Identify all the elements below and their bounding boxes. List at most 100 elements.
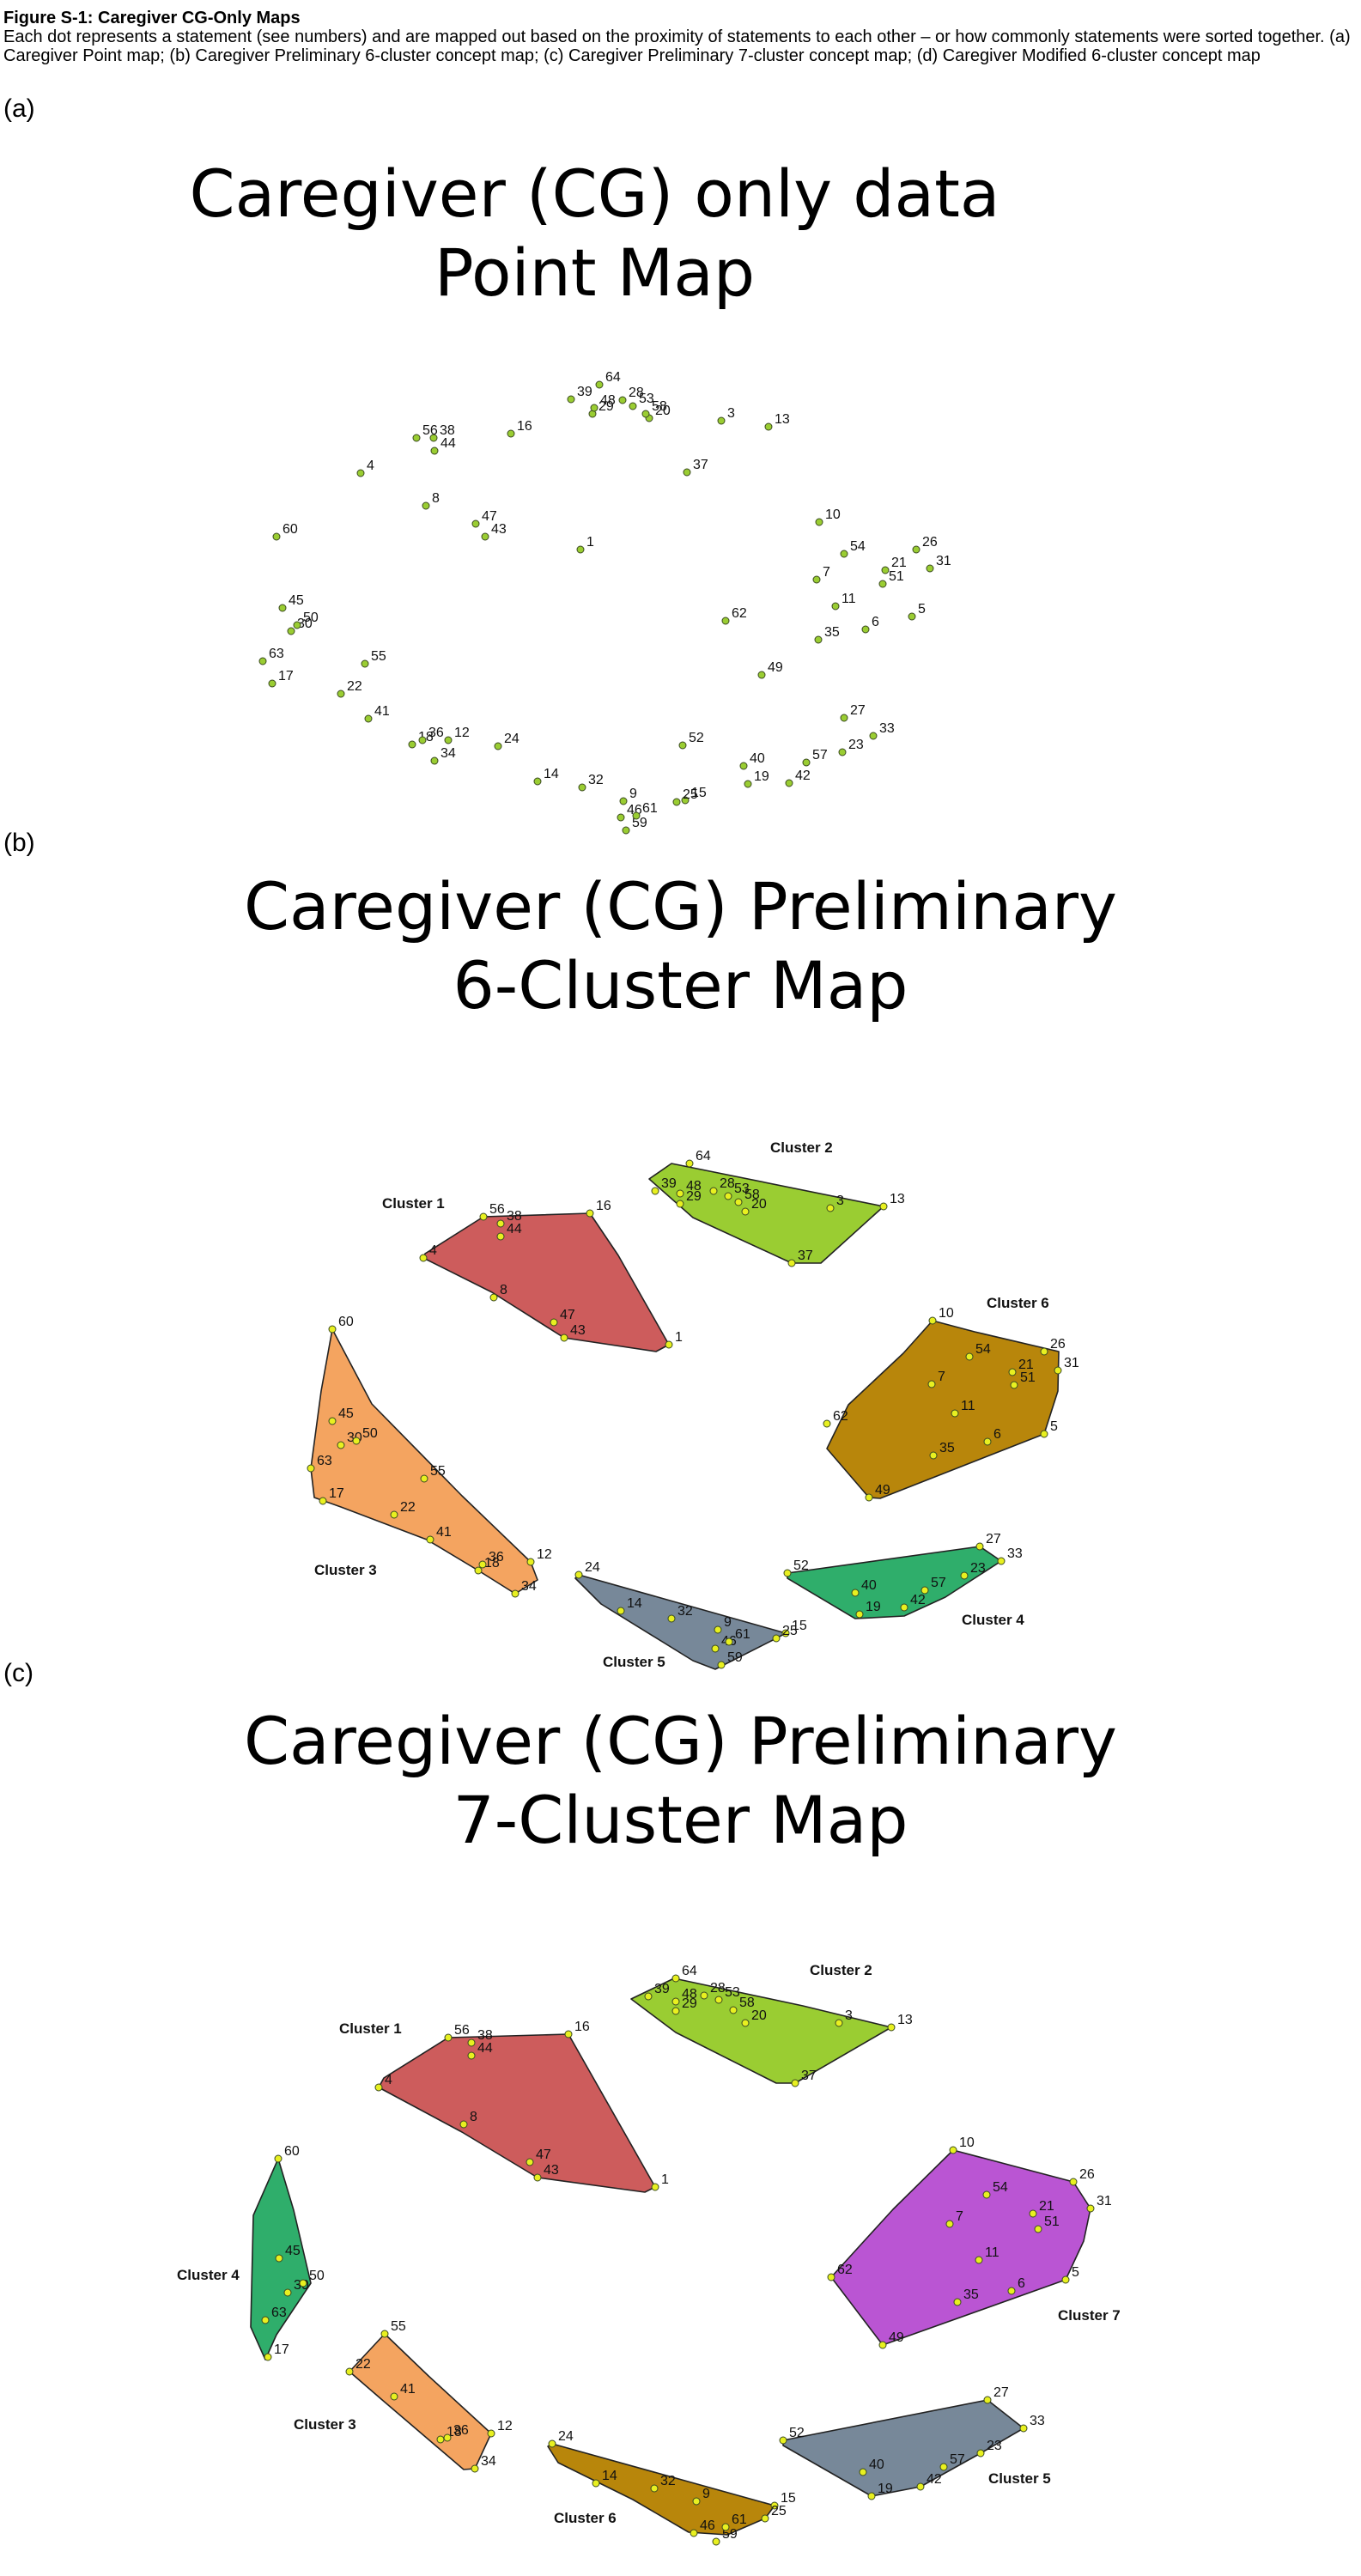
statement-point-13 (764, 422, 773, 431)
statement-point-64 (595, 380, 604, 389)
statement-label-15: 15 (781, 2491, 796, 2506)
statement-point-36 (418, 736, 427, 744)
statement-label-48: 48 (600, 393, 616, 408)
statement-label-64: 64 (682, 1964, 697, 1978)
panel-b-points: 1345678910111213141516171819202122232425… (307, 1149, 1079, 1669)
statement-point-7 (812, 575, 821, 584)
statement-point-13 (879, 1202, 888, 1211)
panel-a-title: Caregiver (CG) only data Point Map (0, 155, 1361, 313)
statement-point-44 (496, 1232, 505, 1241)
caption-title: Figure S-1: Caregiver CG-Only Maps (3, 9, 301, 27)
statement-label-38: 38 (507, 1209, 522, 1224)
panel-a-title-line1: Caregiver (CG) only data (189, 155, 1000, 232)
statement-point-44 (467, 2051, 476, 2060)
statement-point-17 (264, 2353, 272, 2361)
statement-point-26 (1040, 1347, 1048, 1356)
statement-point-5 (908, 612, 916, 621)
statement-point-33 (869, 732, 878, 740)
statement-label-39: 39 (661, 1176, 677, 1191)
statement-point-47 (550, 1318, 558, 1327)
statement-label-7: 7 (956, 2209, 963, 2224)
statement-point-8 (422, 501, 430, 510)
panel-b-letter: (b) (3, 829, 35, 857)
statement-point-52 (783, 1569, 792, 1577)
statement-label-42: 42 (910, 1593, 926, 1607)
statement-point-58 (641, 410, 650, 418)
statement-label-8: 8 (470, 2110, 477, 2124)
statement-label-47: 47 (560, 1308, 575, 1322)
statement-label-16: 16 (596, 1199, 611, 1213)
statement-point-23 (838, 748, 847, 756)
statement-point-61 (632, 811, 641, 820)
statement-label-63: 63 (269, 647, 284, 661)
statement-label-29: 29 (682, 1996, 697, 2011)
statement-label-44: 44 (507, 1222, 522, 1236)
statement-point-5 (1061, 2275, 1070, 2284)
statement-point-35 (814, 635, 823, 644)
statement-label-28: 28 (629, 386, 644, 400)
panel-b-cluster-shape-4 (787, 1546, 1002, 1619)
panel-b-cluster-shape-6 (826, 1320, 1060, 1499)
statement-label-6: 6 (1018, 2276, 1025, 2291)
statement-point-22 (345, 2367, 354, 2376)
statement-label-8: 8 (500, 1283, 507, 1297)
statement-label-18: 18 (484, 1556, 500, 1571)
statement-point-60 (328, 1325, 337, 1334)
statement-point-50 (299, 2279, 307, 2287)
panel-c-cluster-label-5: Cluster 5 (988, 2470, 1051, 2487)
statement-label-16: 16 (517, 419, 532, 434)
statement-point-57 (939, 2463, 948, 2471)
statement-label-20: 20 (751, 1197, 767, 1212)
statement-point-43 (481, 532, 489, 541)
statement-label-40: 40 (750, 751, 765, 766)
statement-point-52 (678, 741, 687, 750)
statement-label-43: 43 (491, 522, 507, 537)
statement-point-33 (997, 1557, 1006, 1565)
statement-point-31 (926, 564, 934, 573)
statement-point-48 (671, 1997, 680, 2006)
statement-label-5: 5 (918, 602, 926, 617)
statement-label-37: 37 (693, 458, 708, 472)
statement-point-39 (651, 1187, 659, 1195)
statement-label-29: 29 (598, 399, 614, 414)
statement-point-9 (692, 2497, 701, 2506)
statement-label-55: 55 (430, 1464, 446, 1479)
statement-label-10: 10 (825, 507, 841, 522)
statement-point-47 (526, 2158, 534, 2166)
statement-point-16 (564, 2030, 573, 2038)
statement-label-4: 4 (429, 1243, 437, 1258)
statement-label-11: 11 (842, 592, 856, 606)
statement-label-13: 13 (897, 2013, 913, 2027)
panel-b-cluster-label-3: Cluster 3 (314, 1562, 377, 1578)
statement-point-53 (724, 1192, 732, 1200)
statement-label-60: 60 (338, 1315, 354, 1329)
statement-label-14: 14 (602, 2469, 617, 2483)
statement-point-35 (929, 1451, 938, 1460)
statement-point-32 (578, 783, 586, 792)
statement-point-3 (835, 2019, 843, 2027)
statement-label-49: 49 (768, 660, 783, 675)
panel-c-title-line1: Caregiver (CG) Preliminary (243, 1703, 1118, 1779)
panel-b-title: Caregiver (CG) Preliminary 6-Cluster Map (0, 867, 1361, 1025)
statement-point-8 (459, 2120, 468, 2129)
panel-b-title-line2: 6-Cluster Map (453, 947, 908, 1024)
statement-label-56: 56 (489, 1202, 505, 1217)
statement-label-31: 31 (936, 554, 951, 568)
statement-point-61 (725, 1637, 733, 1646)
statement-label-54: 54 (850, 539, 866, 554)
statement-point-46 (711, 1644, 720, 1653)
statement-label-44: 44 (477, 2041, 493, 2056)
statement-label-3: 3 (727, 406, 735, 421)
statement-point-1 (576, 545, 585, 554)
statement-label-48: 48 (682, 1987, 697, 2002)
statement-label-24: 24 (504, 732, 519, 746)
statement-label-30: 30 (297, 617, 313, 631)
statement-label-53: 53 (734, 1182, 750, 1196)
caption-text: Each dot represents a statement (see num… (3, 27, 1351, 65)
statement-label-63: 63 (271, 2306, 287, 2320)
statement-label-4: 4 (367, 459, 374, 473)
statement-point-7 (927, 1380, 936, 1388)
statement-point-41 (426, 1535, 434, 1544)
panel-c-cluster-shape-6 (547, 2443, 775, 2536)
